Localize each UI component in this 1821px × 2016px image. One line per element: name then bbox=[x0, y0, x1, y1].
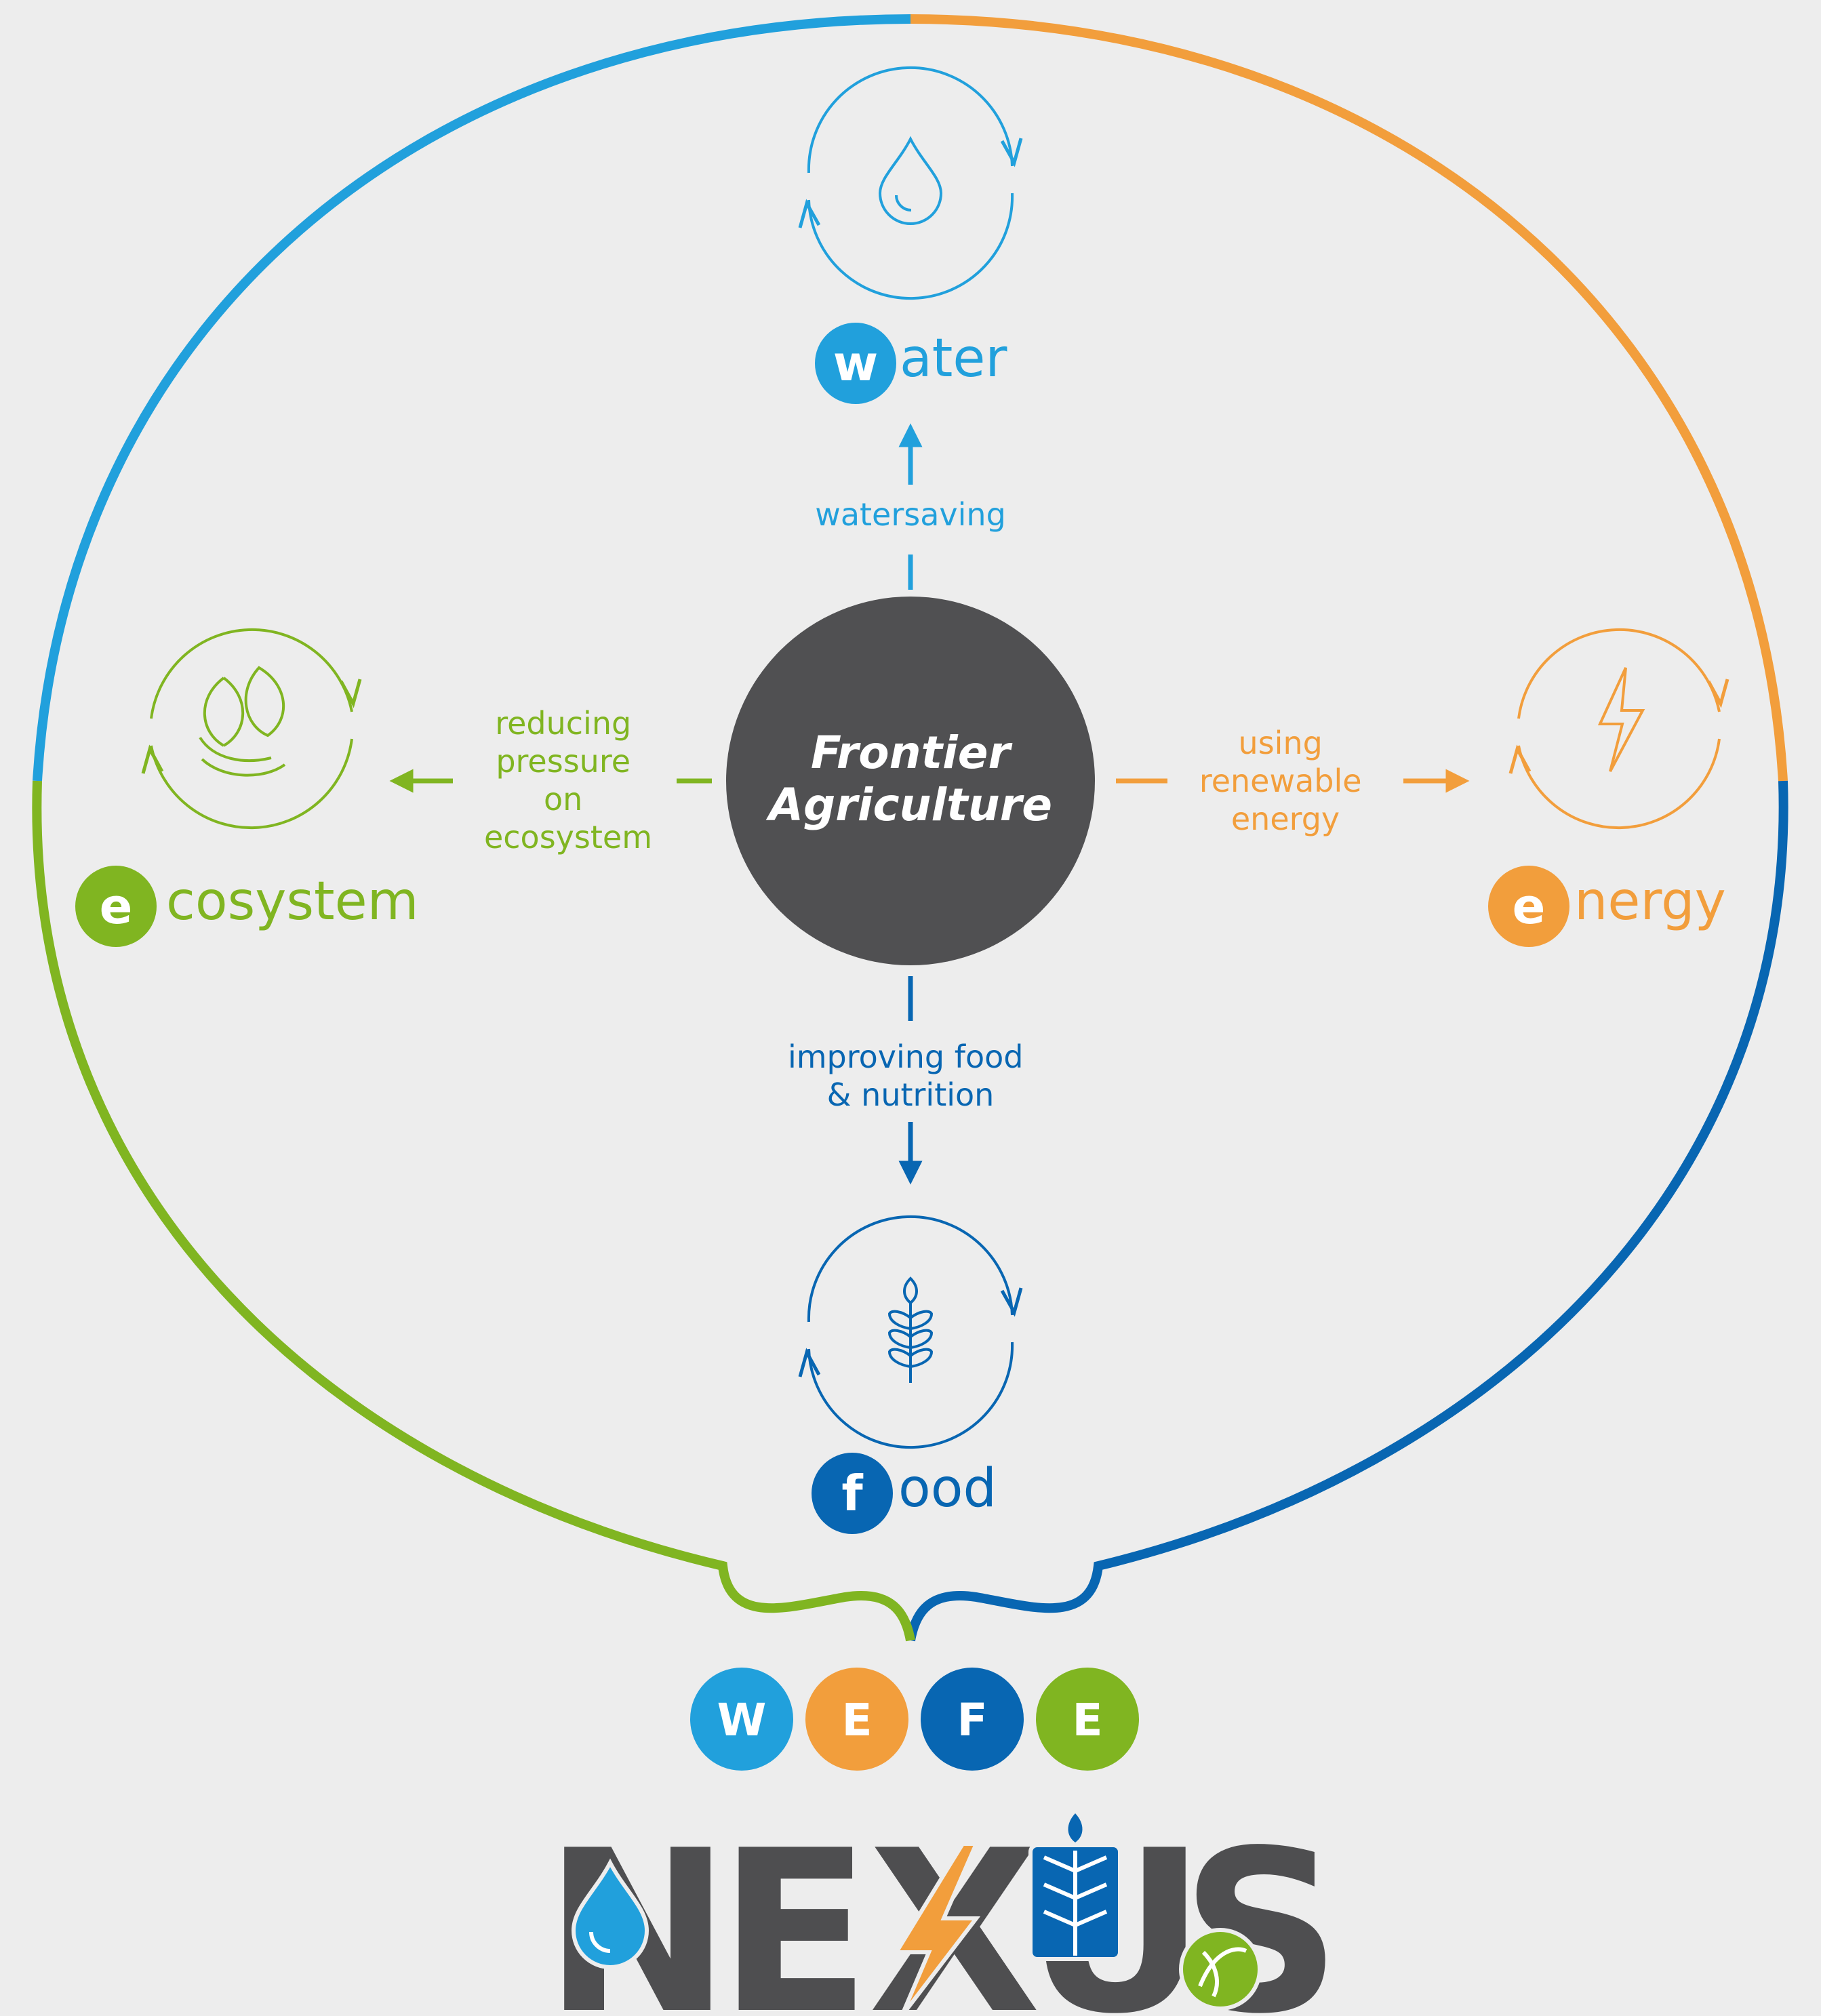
logo-letter-x: X bbox=[868, 1802, 1041, 2016]
outer-loop bbox=[32, 14, 1788, 1642]
outer-arc-ecosystem bbox=[32, 780, 915, 1642]
food-initial: f bbox=[841, 1465, 863, 1522]
nexus-logo: N E X U S bbox=[544, 1802, 1342, 2016]
energy-initial: e bbox=[1513, 878, 1546, 935]
cycle-arrows-icon bbox=[798, 1215, 1023, 1449]
link-label-energy: using renewable energy bbox=[1199, 725, 1372, 837]
logo-wheat-icon bbox=[1028, 1813, 1122, 1961]
outer-arc-water bbox=[33, 14, 911, 782]
logo-water-drop-icon bbox=[571, 1858, 649, 1969]
wefe-letter-w: W bbox=[717, 1694, 767, 1746]
center-title-line1: Frontier bbox=[811, 727, 1013, 779]
outer-arc-energy bbox=[910, 14, 1788, 782]
ecosystem-label: cosystem bbox=[166, 871, 419, 932]
wefe-badge-water bbox=[690, 1668, 793, 1771]
center-node: Frontier Agriculture bbox=[726, 597, 1095, 965]
logo-letter-e: E bbox=[718, 1802, 871, 2016]
water-initial: w bbox=[833, 335, 879, 392]
lightning-bolt-icon bbox=[1597, 667, 1645, 772]
link-label-ecosystem: reducing pressure on ecosystem bbox=[484, 705, 652, 855]
wefe-letter-e2: E bbox=[1072, 1694, 1102, 1746]
wefe-badge-energy bbox=[805, 1668, 908, 1771]
food-label: ood bbox=[898, 1458, 997, 1519]
energy-label: nergy bbox=[1574, 871, 1726, 932]
wefe-letter-f: F bbox=[957, 1694, 987, 1746]
wheat-ear-icon bbox=[887, 1276, 934, 1383]
cycle-arrows-icon bbox=[141, 628, 362, 830]
leaves-icon bbox=[199, 666, 286, 777]
node-food: f ood bbox=[798, 1215, 1023, 1534]
link-label-water: watersaving bbox=[815, 496, 1006, 533]
cycle-arrows-icon bbox=[1508, 628, 1729, 830]
wefe-badges: W E F E bbox=[690, 1668, 1139, 1771]
cycle-arrows-icon bbox=[798, 66, 1023, 300]
logo-leaves-icon bbox=[1179, 1928, 1262, 2011]
node-water: w ater bbox=[798, 66, 1023, 404]
logo-lightning-icon bbox=[892, 1842, 981, 2016]
water-label: ater bbox=[900, 328, 1007, 389]
outer-arc-food bbox=[906, 780, 1788, 1642]
wefe-letter-e1: E bbox=[841, 1694, 872, 1746]
ecosystem-initial: e bbox=[100, 878, 133, 935]
link-label-food: improving food & nutrition bbox=[788, 1039, 1033, 1113]
wefe-badge-food bbox=[921, 1668, 1024, 1771]
wefe-badge-ecosystem bbox=[1036, 1668, 1139, 1771]
water-drop-icon bbox=[878, 136, 943, 225]
node-energy: e nergy bbox=[1488, 628, 1729, 947]
center-title-line2: Agriculture bbox=[765, 779, 1052, 831]
node-ecosystem: e cosystem bbox=[75, 628, 419, 947]
